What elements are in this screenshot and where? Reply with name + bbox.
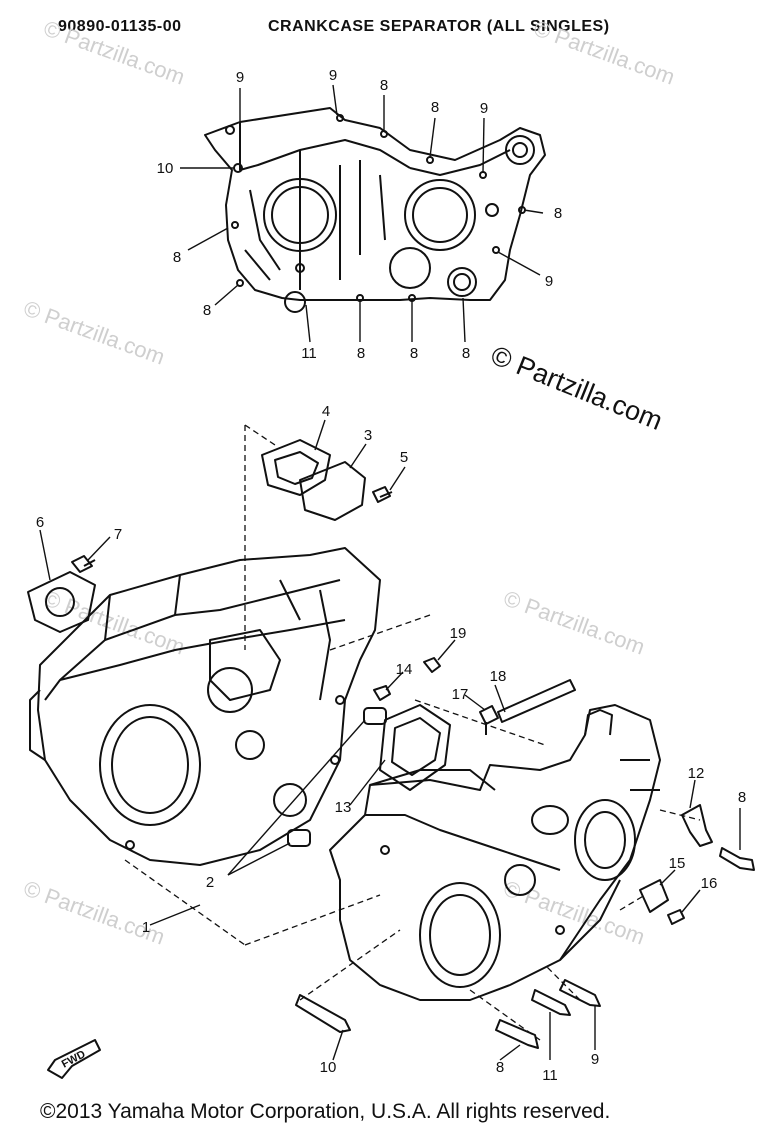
bolt-10-bottom bbox=[295, 994, 351, 1033]
exploded-view-leaders bbox=[124, 424, 701, 1041]
dowel-pins-2 bbox=[287, 707, 387, 847]
callout-label: 10 bbox=[157, 160, 174, 177]
nut-19 bbox=[423, 657, 441, 673]
fitting-17 bbox=[479, 705, 499, 735]
callout-label: 7 bbox=[114, 526, 122, 543]
bolt-7 bbox=[71, 555, 96, 573]
gasket-13 bbox=[379, 704, 451, 791]
callout-label: 4 bbox=[322, 403, 330, 420]
gasket-4 bbox=[261, 439, 331, 496]
callout-label: 5 bbox=[400, 449, 408, 466]
fwd-label: FWD bbox=[60, 1048, 88, 1070]
diagram-title: CRANKCASE SEPARATOR (ALL SINGLES) bbox=[268, 18, 610, 35]
callout-label: 17 bbox=[452, 686, 469, 703]
callout-label: 9 bbox=[591, 1051, 599, 1068]
oil-seal-6 bbox=[27, 571, 96, 633]
callout-label: 8 bbox=[738, 789, 746, 806]
top-view-leaders bbox=[180, 84, 544, 343]
callout-label: 9 bbox=[545, 273, 553, 290]
exploded-view-callout-leaders bbox=[39, 419, 741, 1061]
callout-label: 18 bbox=[490, 668, 507, 685]
callout-label: 13 bbox=[335, 799, 352, 816]
callout-label: 14 bbox=[396, 661, 413, 678]
callout-label: 8 bbox=[203, 302, 211, 319]
cover-3 bbox=[299, 461, 366, 521]
top-view-callouts: 9 9 8 8 9 10 8 8 9 8 11 8 8 8 bbox=[157, 67, 563, 362]
callout-label: 8 bbox=[554, 205, 562, 222]
callout-label: 8 bbox=[496, 1059, 504, 1076]
crankcase-top-view bbox=[204, 107, 546, 313]
screw-16 bbox=[667, 909, 685, 925]
callout-label: 6 bbox=[36, 514, 44, 531]
callout-label: 1 bbox=[142, 919, 150, 936]
hose-18 bbox=[497, 679, 576, 723]
callout-label: 9 bbox=[480, 100, 488, 117]
exploded-view-callouts: 4 3 5 6 7 19 14 18 17 13 12 8 2 1 15 16 … bbox=[36, 403, 746, 1084]
callout-label: 19 bbox=[450, 625, 467, 642]
callout-label: 11 bbox=[301, 345, 317, 362]
callout-label: 8 bbox=[410, 345, 418, 362]
callout-label: 16 bbox=[701, 875, 718, 892]
callout-label: 3 bbox=[364, 427, 372, 444]
bolt-14 bbox=[373, 685, 391, 701]
callout-label: 10 bbox=[320, 1059, 337, 1076]
callout-label: 2 bbox=[206, 874, 214, 891]
callout-label: 11 bbox=[542, 1067, 558, 1084]
callout-label: 8 bbox=[173, 249, 181, 266]
part-number: 90890-01135-00 bbox=[58, 18, 182, 35]
fwd-arrow-icon bbox=[47, 1039, 101, 1079]
callout-label: 8 bbox=[357, 345, 365, 362]
callout-label: 9 bbox=[236, 69, 244, 86]
bolt-5 bbox=[372, 486, 393, 503]
plate-15 bbox=[639, 879, 669, 913]
callout-label: 12 bbox=[688, 765, 705, 782]
callout-label: 8 bbox=[380, 77, 388, 94]
callout-label: 15 bbox=[669, 855, 686, 872]
callout-label: 9 bbox=[329, 67, 337, 84]
bracket-12 bbox=[681, 804, 713, 847]
copyright-footer: ©2013 Yamaha Motor Corporation, U.S.A. A… bbox=[40, 1100, 611, 1123]
crankcase-right-half bbox=[329, 704, 661, 1001]
bolt-9-bottom bbox=[559, 979, 601, 1007]
callout-label: 8 bbox=[462, 345, 470, 362]
bolt-11-bottom bbox=[531, 989, 571, 1016]
crankcase-left-half bbox=[29, 547, 381, 866]
callout-label: 8 bbox=[431, 99, 439, 116]
bolt-8-right bbox=[719, 847, 755, 871]
